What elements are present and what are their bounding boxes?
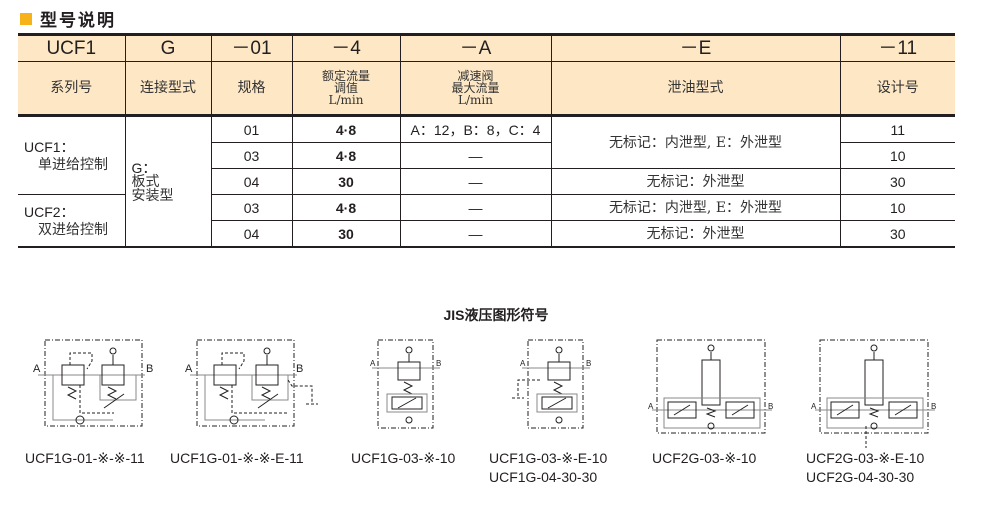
- symbol-label: UCF1G-03-※-E-10: [489, 450, 608, 466]
- hdr-line: 最大流量: [451, 81, 500, 95]
- symbol-label: UCF2G-03-※-10: [652, 450, 757, 466]
- header-series: 系列号: [18, 61, 126, 117]
- cell-flow: 4·8: [291, 142, 401, 169]
- header-size: 规格: [210, 61, 293, 117]
- cell-size: 04: [211, 168, 293, 195]
- orange-square-icon: [20, 12, 32, 25]
- cell-reducer: —: [399, 142, 552, 169]
- series-code: UCF2：: [24, 203, 75, 220]
- cell-size: 04: [211, 220, 293, 248]
- cell-design: 10: [839, 194, 955, 221]
- cell-design: 10: [839, 142, 955, 169]
- port-a-label: A: [648, 402, 654, 411]
- section-title-text: 型号说明: [40, 11, 116, 30]
- port-a-label: A: [33, 363, 41, 375]
- symbol-label: UCF2G-04-30-30: [806, 469, 915, 485]
- cell-design: 30: [839, 220, 955, 248]
- port-b-label: B: [296, 363, 303, 375]
- cell-drain: 无标记：内泄型, E：外泄型: [550, 115, 841, 169]
- cell-flow: 4·8: [291, 194, 401, 221]
- conn-desc: 安装型: [131, 187, 174, 204]
- cell-flow: 4·8: [291, 115, 401, 143]
- symbol-3-drawing: [372, 339, 440, 429]
- port-a-label: A: [811, 402, 817, 411]
- series-desc: 单进给控制: [38, 156, 108, 173]
- cell-drain: 无标记：外泄型: [550, 220, 841, 248]
- series-desc: 双进给控制: [38, 221, 108, 238]
- hdr-line: 调值: [333, 81, 358, 95]
- symbol-5-drawing: [652, 339, 772, 434]
- cell-size: 03: [210, 194, 293, 221]
- header-drain: 泄油型式: [550, 61, 841, 117]
- port-b-label: B: [931, 402, 936, 411]
- symbol-label: UCF1G-01-※-※-11: [25, 450, 145, 466]
- cell-size: 01: [210, 115, 293, 143]
- symbol-6-drawing: [815, 339, 935, 448]
- symbol-label: UCF1G-01-※-※-E-11: [170, 450, 304, 466]
- port-a-label: A: [185, 363, 193, 375]
- table-row: UCF1：单进给控制 G：板式安装型 01 4·8 A：12，B：8，C：4 无…: [18, 115, 955, 248]
- code-size: －01: [210, 34, 293, 62]
- conn-desc: 板式: [131, 173, 160, 190]
- code-reducer: －A: [399, 34, 552, 62]
- code-series: UCF1: [18, 34, 126, 62]
- port-b-label: B: [146, 363, 153, 375]
- hdr-line: L/min: [458, 93, 493, 107]
- series-ucf1: UCF1：单进给控制: [18, 115, 126, 195]
- cell-reducer: —: [399, 194, 552, 221]
- cell-design: 30: [839, 168, 955, 195]
- hydraulic-symbols: A B A B A B A B A B A B: [33, 339, 936, 448]
- jis-title: JIS液压图形符号: [443, 307, 549, 323]
- series-code: UCF1：: [24, 138, 75, 155]
- symbol-label: UCF1G-04-30-30: [489, 469, 598, 485]
- cell-reducer: —: [399, 168, 552, 195]
- code-connection: G: [124, 34, 212, 62]
- code-row: UCF1 G －01 －4 －A －E －11: [18, 34, 955, 62]
- series-ucf2: UCF2：双进给控制: [18, 194, 126, 248]
- symbol-4-drawing: [512, 339, 590, 429]
- port-a-label: A: [520, 359, 526, 368]
- port-a-label: A: [370, 359, 376, 368]
- cell-flow: 30: [291, 168, 401, 195]
- cell-flow: 30: [291, 220, 401, 248]
- table-row: 03 4·8 — 10: [18, 142, 955, 169]
- cell-drain: 无标记：内泄型, E：外泄型: [550, 194, 841, 221]
- port-b-label: B: [586, 359, 591, 368]
- symbol-label: UCF1G-03-※-10: [351, 450, 456, 466]
- cell-design: 11: [839, 115, 955, 143]
- cell-reducer: —: [399, 220, 552, 248]
- port-b-label: B: [768, 402, 773, 411]
- port-b-label: B: [436, 359, 441, 368]
- symbol-label: UCF2G-03-※-E-10: [806, 450, 925, 466]
- cell-size: 03: [211, 142, 293, 169]
- conn-code: G：: [131, 159, 157, 176]
- model-code-table: UCF1 G －01 －4 －A －E －11 系列号 连接型式 规格 额定流量…: [18, 33, 955, 248]
- header-design: 设计号: [839, 61, 955, 117]
- hdr-line: 额定流量: [321, 69, 370, 83]
- section-title: 型号说明: [20, 6, 116, 31]
- code-flow: －4: [291, 34, 401, 62]
- code-design: －11: [839, 34, 955, 62]
- cell-reducer: A：12，B：8，C：4: [399, 115, 552, 143]
- code-drain: －E: [550, 34, 841, 62]
- hdr-line: L/min: [328, 93, 364, 107]
- symbol-1-drawing: [38, 339, 145, 427]
- cell-drain: 无标记：外泄型: [550, 168, 841, 195]
- table-row: 04 30 — 无标记：外泄型 30: [18, 168, 955, 195]
- table-row: UCF2：双进给控制 03 4·8 — 无标记：内泄型, E：外泄型 10: [18, 194, 955, 248]
- hdr-line: 减速阀: [457, 69, 494, 83]
- header-connection: 连接型式: [124, 61, 212, 117]
- connection-g: G：板式安装型: [124, 115, 212, 248]
- symbol-2-drawing: [190, 339, 318, 427]
- table-row: 04 30 — 无标记：外泄型 30: [18, 220, 955, 248]
